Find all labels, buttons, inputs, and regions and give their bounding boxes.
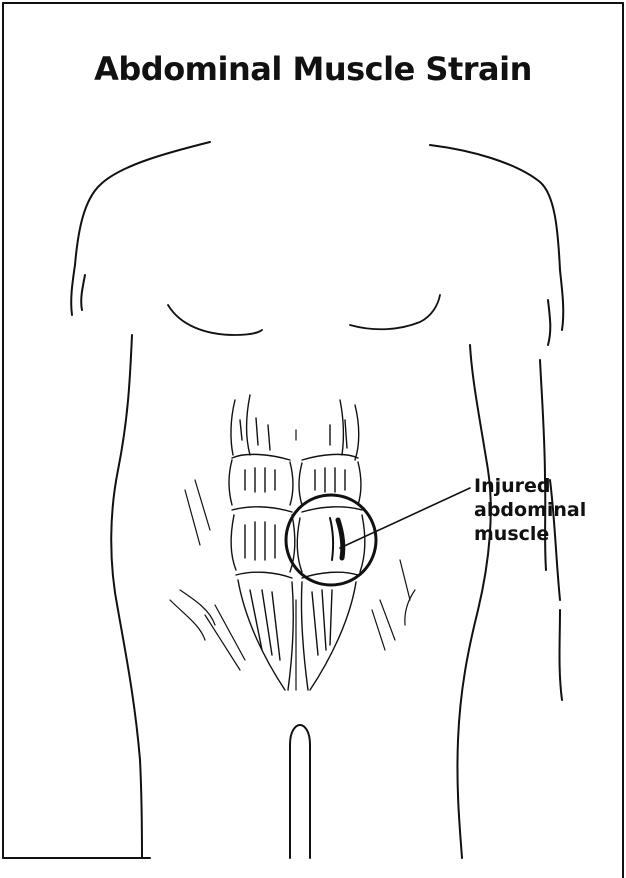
chest-lines — [168, 295, 440, 335]
callout-line-3: muscle — [474, 522, 586, 546]
legs-outline — [290, 725, 310, 858]
injury-highlight-circle — [286, 495, 376, 585]
page-border — [3, 3, 623, 878]
callout-line-2: abdominal — [474, 498, 586, 522]
callout-line-1: Injured — [474, 474, 586, 498]
injury-callout-label: Injured abdominal muscle — [474, 474, 586, 546]
abdominal-muscles-right — [297, 400, 365, 690]
page-title: Abdominal Muscle Strain — [0, 50, 626, 88]
